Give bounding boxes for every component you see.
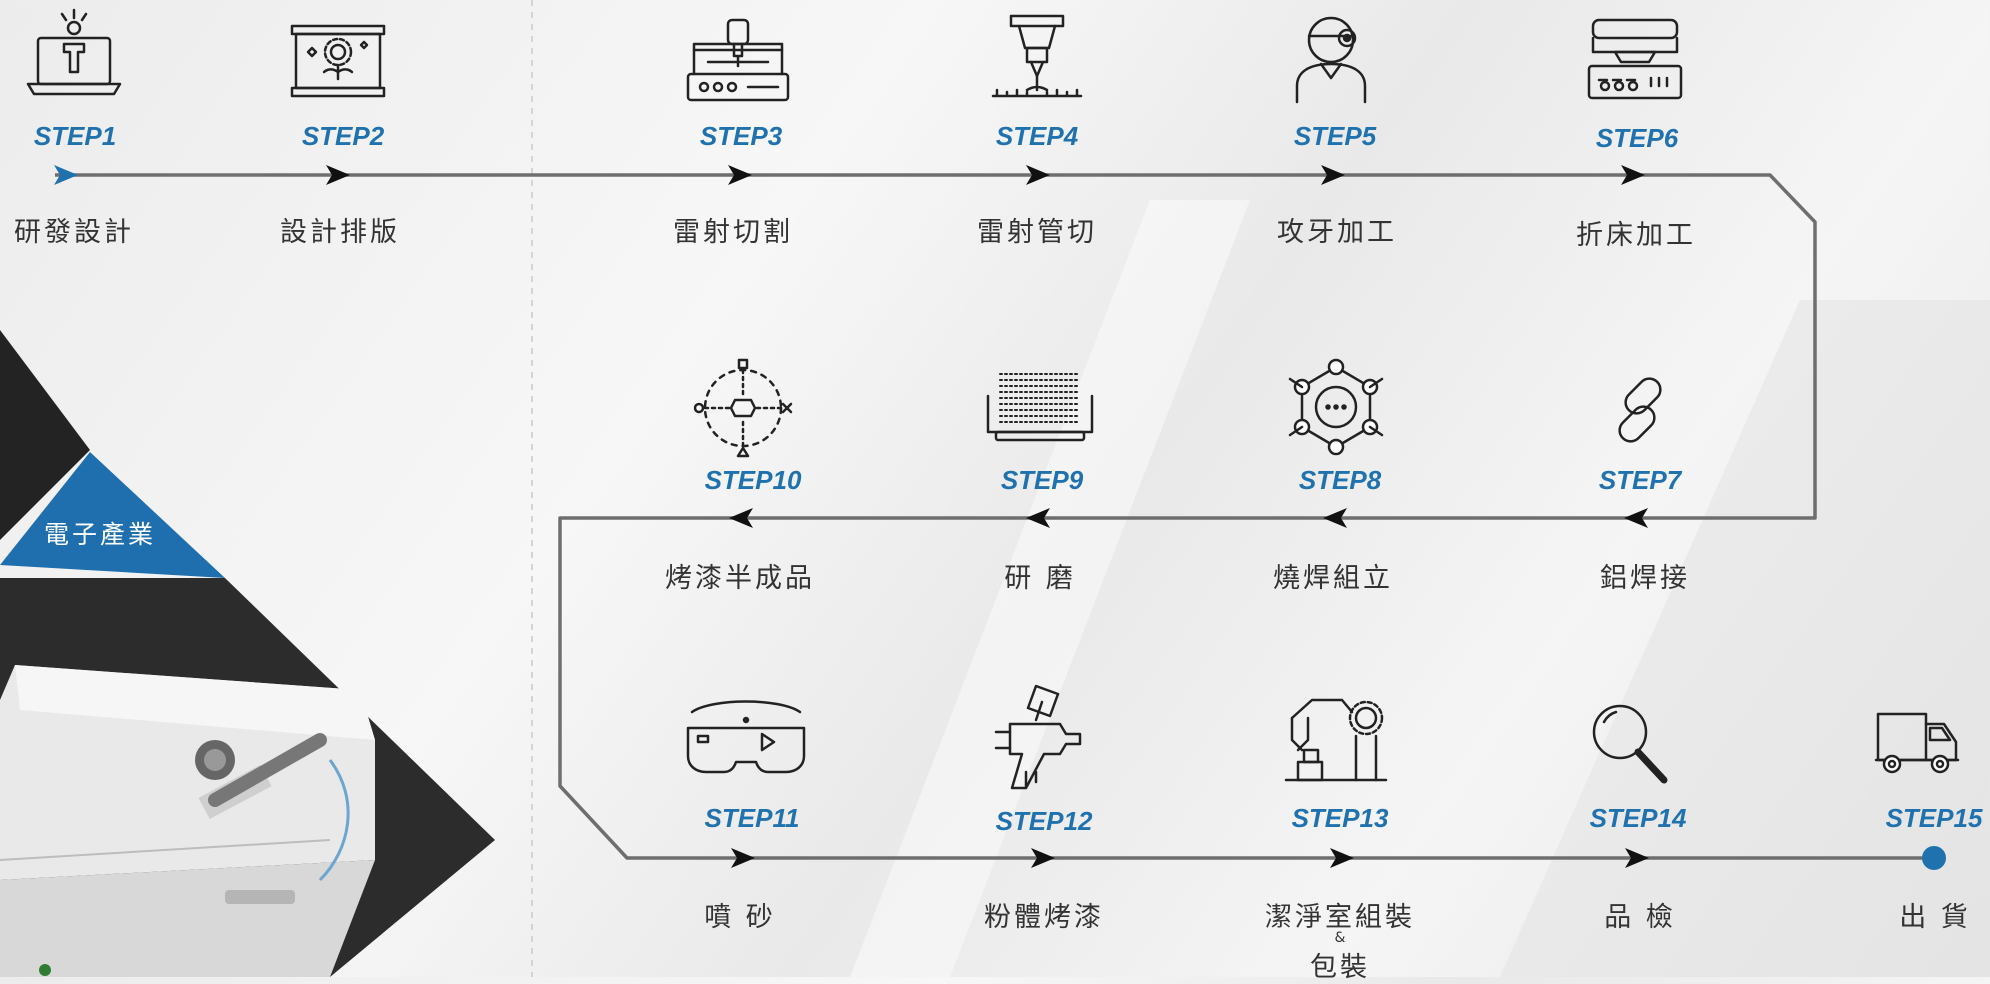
flow-arrow <box>731 848 755 868</box>
step-15-name: 出 貨 <box>1899 902 1971 933</box>
step-4-label: STEP4 <box>995 121 1079 151</box>
step-9-label: STEP9 <box>1000 465 1084 495</box>
step-3-label: STEP3 <box>699 121 783 151</box>
product-machine-image <box>0 665 375 977</box>
step-15-label: STEP15 <box>1885 803 1983 833</box>
flow-arrow <box>1321 165 1345 185</box>
industry-label: 電子產業 <box>44 520 157 549</box>
press-brake-icon <box>1587 18 1683 100</box>
molecule-icon <box>1288 358 1384 456</box>
chain-link-icon <box>1618 377 1662 443</box>
flow-arrow <box>1625 848 1649 868</box>
laser-cutter-icon <box>686 18 790 102</box>
step-13-name: 潔淨室組裝 <box>1265 902 1415 933</box>
bg-shade-stripe <box>1500 300 1990 977</box>
flow-arrow <box>729 508 753 528</box>
flow-arrow <box>1026 508 1050 528</box>
laptop-engineer-icon <box>26 8 122 96</box>
step-11-label: STEP11 <box>704 803 800 833</box>
flow-end-dot <box>1922 846 1946 870</box>
magnifier-icon <box>1592 704 1668 784</box>
truck-icon <box>1874 712 1960 774</box>
flow-arrow <box>1330 848 1354 868</box>
step-13-name-line2: 包裝 <box>1310 952 1370 983</box>
flow-arrow <box>1031 848 1055 868</box>
laser-head-icon <box>991 14 1083 98</box>
step-1-label: STEP1 <box>33 121 117 151</box>
step-6-name: 折床加工 <box>1576 220 1696 251</box>
step-8-label: STEP8 <box>1298 465 1382 495</box>
spray-gun-icon <box>994 684 1082 790</box>
step-7-name: 鋁焊接 <box>1600 563 1690 594</box>
step-1-name: 研發設計 <box>14 217 134 248</box>
robot-arm-icon <box>1284 698 1388 782</box>
flow-arrow <box>728 165 752 185</box>
step-10-label: STEP10 <box>704 465 802 495</box>
worker-goggles-icon <box>1295 16 1367 104</box>
step-10-name: 烤漆半成品 <box>665 563 815 594</box>
step-9-name: 研 磨 <box>1004 563 1076 594</box>
flow-arrow <box>1624 508 1648 528</box>
flow-arrow <box>1323 508 1347 528</box>
flow-line <box>55 173 1932 860</box>
step-14-name: 品 檢 <box>1604 902 1676 933</box>
blue-banner <box>0 452 225 578</box>
step-3-name: 雷射切割 <box>673 217 793 248</box>
target-shapes-icon <box>693 358 793 458</box>
flow-arrow <box>326 165 350 185</box>
design-board-icon <box>290 24 386 98</box>
flow-arrow <box>1621 165 1645 185</box>
grinding-grid-icon <box>986 373 1094 442</box>
vr-goggles-icon <box>686 700 806 774</box>
step-2-name: 設計排版 <box>280 217 400 248</box>
step-13-ampersand: & <box>1334 930 1346 946</box>
step-7-label: STEP7 <box>1598 465 1682 495</box>
step-4-name: 雷射管切 <box>977 217 1097 248</box>
step-12-name: 粉體烤漆 <box>984 902 1104 933</box>
bg-shade-stripe <box>850 200 1250 977</box>
step-5-label: STEP5 <box>1293 121 1377 151</box>
step-6-label: STEP6 <box>1595 123 1679 153</box>
step-8-name: 燒焊組立 <box>1273 563 1393 594</box>
flow-arrow <box>54 165 78 185</box>
step-14-label: STEP14 <box>1589 803 1687 833</box>
step-5-name: 攻牙加工 <box>1277 217 1397 248</box>
step-13-label: STEP13 <box>1291 803 1389 833</box>
flow-arrow <box>1026 165 1050 185</box>
dark-triangle-top <box>0 330 90 540</box>
step-11-name: 噴 砂 <box>704 902 776 933</box>
step-12-label: STEP12 <box>995 806 1093 836</box>
step-2-label: STEP2 <box>301 121 385 151</box>
